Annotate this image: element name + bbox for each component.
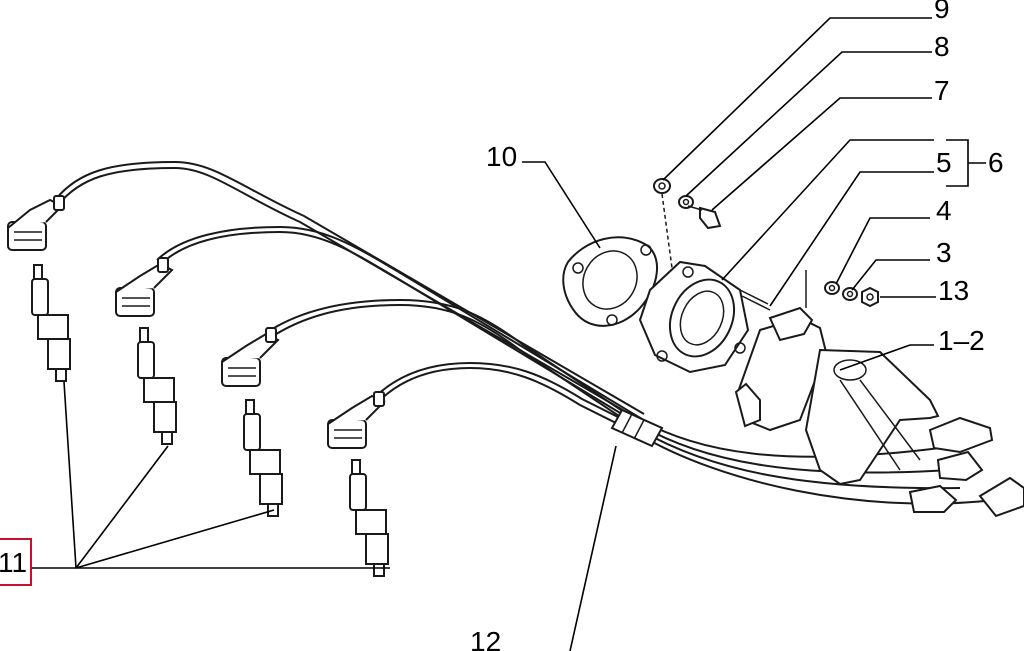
plug-boot-3 — [221, 327, 280, 387]
washer-4 — [824, 281, 840, 295]
spark-plugs — [31, 264, 389, 577]
plug-boot-4 — [327, 391, 386, 449]
distributor-assembly — [734, 306, 1024, 518]
spark-plug-4 — [349, 459, 389, 577]
mounting-hardware — [653, 178, 879, 308]
callout-11[interactable]: 11 — [0, 547, 27, 578]
leader-lines — [30, 17, 986, 651]
callout-8[interactable]: 8 — [934, 31, 950, 62]
distributor-flange — [638, 260, 771, 374]
distributor-gasket — [562, 236, 659, 327]
plug-boot-2 — [115, 257, 174, 317]
spark-plug-1 — [31, 264, 71, 382]
callout-9[interactable]: 9 — [934, 0, 950, 24]
spark-plug-2 — [137, 327, 177, 445]
callout-4[interactable]: 4 — [936, 195, 952, 226]
nut-13 — [861, 286, 879, 308]
callout-1-2[interactable]: 1–2 — [938, 325, 985, 356]
callout-7[interactable]: 7 — [934, 75, 950, 106]
callout-6[interactable]: 6 — [988, 147, 1004, 178]
callout-10[interactable]: 10 — [486, 141, 517, 172]
callout-11-highlight — [0, 538, 32, 586]
callout-12[interactable]: 12 — [470, 626, 501, 651]
bolt-7 — [687, 205, 722, 230]
callout-13[interactable]: 13 — [938, 275, 969, 306]
callout-3[interactable]: 3 — [936, 237, 952, 268]
nut-9 — [653, 178, 671, 194]
plug-boot-1 — [7, 195, 65, 251]
callout-5[interactable]: 5 — [936, 147, 952, 178]
spark-plug-3 — [243, 399, 283, 517]
spark-plug-boots — [7, 195, 386, 449]
washer-3 — [842, 287, 858, 301]
ignition-wire-harness — [55, 160, 996, 505]
